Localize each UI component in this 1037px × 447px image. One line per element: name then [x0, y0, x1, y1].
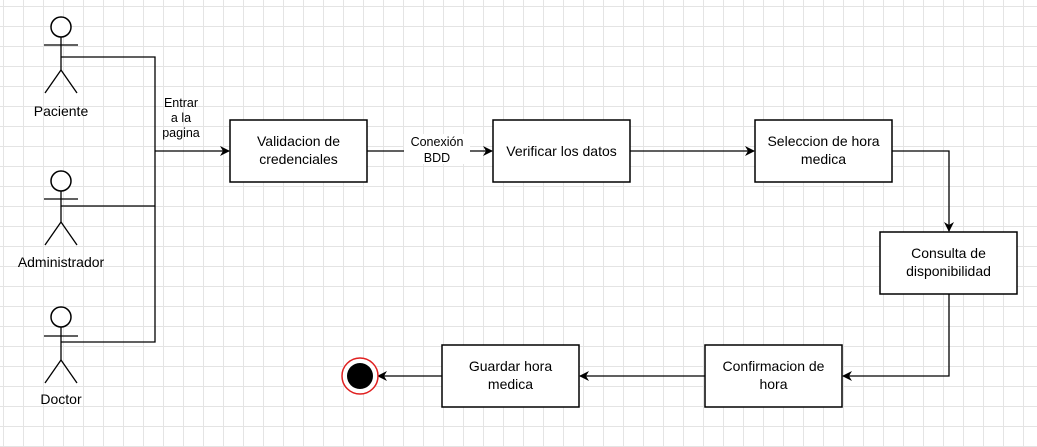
- svg-text:Conexión: Conexión: [411, 135, 464, 149]
- node-verificar-datos: Verificar los datos: [492, 119, 631, 183]
- actor-doctor-label: Doctor: [40, 391, 82, 407]
- svg-text:Validacion de: Validacion de: [257, 133, 340, 149]
- svg-text:a la: a la: [171, 111, 191, 125]
- svg-text:credenciales: credenciales: [259, 151, 338, 167]
- svg-text:hora: hora: [759, 376, 787, 392]
- svg-text:pagina: pagina: [162, 126, 200, 140]
- actor-doctor: Doctor: [40, 306, 82, 407]
- edge-seleccion-consulta: [892, 150, 954, 232]
- svg-text:Consulta de: Consulta de: [911, 245, 986, 261]
- end-node-icon: [341, 357, 379, 395]
- actor-paciente-label: Paciente: [34, 103, 89, 119]
- actor-bus-line: [61, 56, 156, 343]
- node-confirmacion-hora: Confirmacion de hora: [704, 344, 843, 408]
- svg-text:Entrar: Entrar: [164, 96, 198, 110]
- edge-consulta-confirmacion: [842, 294, 950, 381]
- node-validacion-credenciales: Validacion de credenciales: [229, 119, 368, 183]
- svg-text:BDD: BDD: [424, 151, 450, 165]
- svg-text:Seleccion de hora: Seleccion de hora: [767, 133, 879, 149]
- edge-label-entrar: Entrar a la pagina: [162, 96, 200, 140]
- svg-text:medica: medica: [801, 151, 846, 167]
- actor-administrador: Administrador: [18, 170, 105, 270]
- svg-text:Verificar los datos: Verificar los datos: [506, 143, 617, 159]
- edge-label-conexion: Conexión BDD: [404, 134, 470, 165]
- svg-text:disponibilidad: disponibilidad: [906, 263, 991, 279]
- node-consulta-disponibilidad: Consulta de disponibilidad: [879, 231, 1018, 295]
- node-seleccion-hora: Seleccion de hora medica: [754, 119, 893, 183]
- svg-text:medica: medica: [488, 376, 533, 392]
- svg-text:Guardar hora: Guardar hora: [469, 358, 552, 374]
- svg-text:Confirmacion de: Confirmacion de: [723, 358, 825, 374]
- actor-paciente: Paciente: [34, 16, 89, 119]
- actor-administrador-label: Administrador: [18, 254, 105, 270]
- node-guardar-hora: Guardar hora medica: [441, 344, 580, 408]
